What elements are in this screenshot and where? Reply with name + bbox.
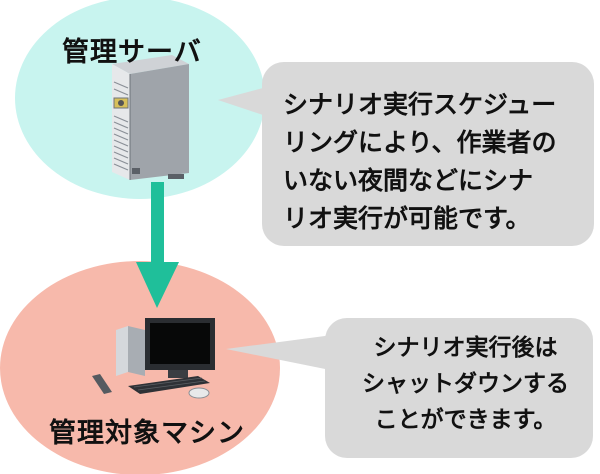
- target-machine-label: 管理対象マシン: [49, 418, 245, 449]
- server-tower-icon: [112, 55, 189, 180]
- callout-line: いない夜間などにシナ: [283, 166, 534, 195]
- callout-line: ことができます。: [374, 407, 557, 433]
- callout-shutdown: [226, 318, 593, 458]
- server-label: 管理サーバ: [62, 37, 202, 68]
- callout-line: リングにより、作業者の: [283, 128, 557, 157]
- callout-line: シャットダウンする: [362, 371, 569, 397]
- callout-scheduling-text: シナリオ実行スケジュー リングにより、作業者の いない夜間などにシナ リオ実行が…: [283, 86, 595, 238]
- client-pc-icon: [92, 318, 215, 399]
- flow-arrow: [136, 182, 179, 308]
- callout-line: シナリオ実行スケジュー: [283, 90, 557, 119]
- callout-scheduling: [218, 62, 594, 246]
- callout-shutdown-text: シナリオ実行後は シャットダウンする ことができます。: [343, 330, 588, 438]
- callout-line: リオ実行が可能です。: [283, 204, 531, 233]
- callout-line: シナリオ実行後は: [373, 335, 558, 361]
